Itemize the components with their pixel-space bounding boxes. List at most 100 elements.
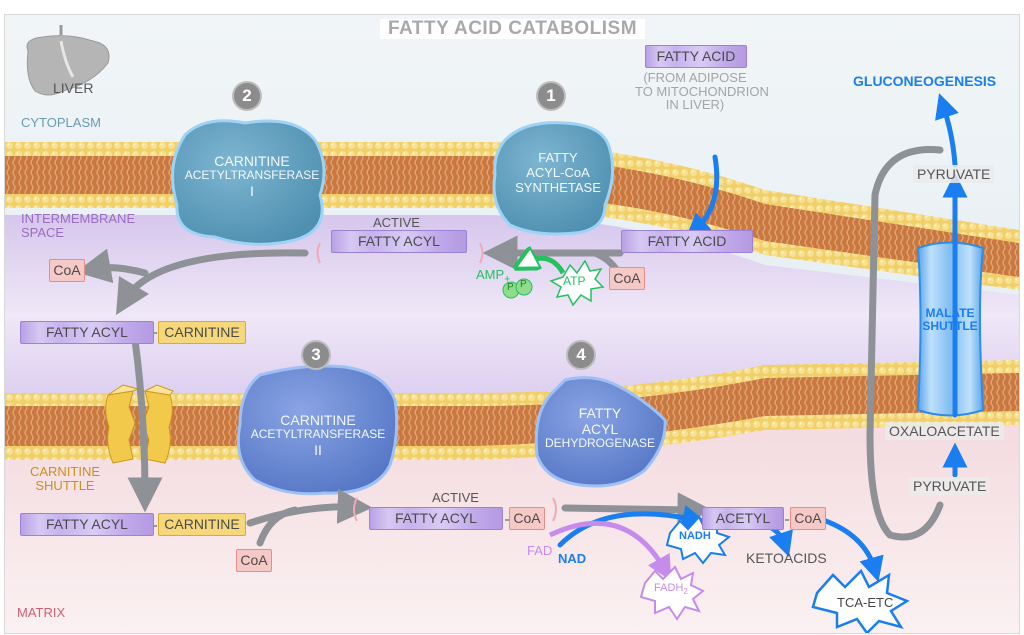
enzyme-cpt1-shape: [171, 119, 326, 246]
coa-box-active: CoA: [509, 507, 545, 530]
ketoacids-label: KETOACIDS: [746, 550, 827, 566]
amp-text: AMP: [476, 267, 505, 282]
tca-burst: [811, 568, 910, 633]
arrow-fad-to-fadh2: [548, 520, 672, 581]
coa-box-ims-in: CoA: [609, 267, 645, 290]
enzyme-3-line2: ACETYLTRANSFERASE: [250, 427, 386, 442]
carnitine-shuttle-line1: CARNITINE: [29, 464, 101, 479]
arrow-atp-to-amp: [525, 258, 566, 275]
fatty-acid-box-top: FATTY ACID: [645, 45, 747, 68]
enzyme-carnitine-acetyltransferase-1: CARNITINE ACETYLTRANSFERASE I: [177, 153, 327, 199]
enzyme-1-line1: FATTY: [538, 150, 578, 165]
cytoplasm-label: CYTOPLASM: [21, 115, 101, 130]
intermembrane-label-line1: INTERMEMBRANE: [21, 211, 136, 226]
enzyme-1-line2: ACYL-CoA: [526, 164, 590, 180]
arrow-carnitine-to-active: [246, 488, 373, 527]
atp-label: ATP: [563, 274, 586, 288]
fadh2-burst: [639, 565, 705, 621]
enzyme-2-line1: CARNITINE: [214, 153, 290, 169]
step-badge-3: 3: [301, 340, 331, 370]
nadh-label: NADH: [679, 530, 711, 542]
diagram-frame: FATTY ACID CATABOLISM LIVER CYTOPLASM IN…: [4, 14, 1020, 634]
note-line3: IN LIVER): [665, 97, 725, 113]
active-label-1: ACTIVE: [373, 215, 420, 230]
malate-shuttle-label: MALATE SHUTTLE: [917, 307, 983, 332]
enzyme-2-line2: ACETYLTRANSFERASE: [184, 168, 320, 183]
tca-etc-label: TCA-ETC: [837, 595, 894, 610]
active-fatty-acyl-box-2: FATTY ACYL: [369, 507, 503, 530]
step-badge-4: 4: [566, 340, 596, 370]
fadh2-subscript: 2: [683, 587, 688, 597]
active-glow-left-1: [316, 242, 321, 264]
note-line1: (FROM ADIPOSE: [643, 70, 747, 85]
fadh2-label: FADH2: [654, 582, 688, 596]
acetyl-box: ACETYL: [702, 507, 784, 530]
enzyme-4-line2: ACYL: [581, 421, 619, 438]
active-fatty-acyl-box-1: FATTY ACYL: [331, 230, 467, 253]
active-label-2: ACTIVE: [432, 490, 479, 505]
phosphate-2-label: P: [520, 279, 527, 290]
enzyme-1-line3: SYNTHETASE: [515, 179, 601, 195]
enzyme-cpt2-shape: [236, 364, 399, 496]
fatty-acid-source-note: (FROM ADIPOSE TO MITOCHONDRION IN LIVER): [635, 70, 769, 113]
malate-shuttle-line2: SHUTTLE: [922, 318, 978, 333]
gluconeogenesis-label: GLUCONEOGENESIS: [853, 73, 997, 89]
amp-label: AMP+: [476, 267, 511, 286]
carnitine-box-ims: CARNITINE: [158, 321, 246, 344]
plus-text: +: [504, 273, 511, 286]
malate-shuttle-line1: MALATE: [925, 306, 975, 320]
coa-box-acetyl: CoA: [790, 507, 826, 530]
fatty-acyl-box-matrix: FATTY ACYL: [20, 513, 154, 536]
enzyme-fatty-acyl-dehydrogenase: FATTY ACYL DEHYDROGENASE: [545, 405, 655, 451]
active-glow-right-1: [479, 242, 484, 264]
enzyme-fadh-shape: [534, 376, 667, 488]
arrow-coa-out: [75, 248, 149, 284]
pyruvate-top-label: PYRUVATE: [913, 165, 995, 183]
fatty-acyl-box-ims: FATTY ACYL: [20, 321, 154, 344]
arrow-coa-in-matrix: [256, 506, 299, 547]
coa-box-ims-out: CoA: [49, 259, 85, 282]
arrow-pyruvate-to-gluconeogenesis: [935, 93, 959, 168]
arrow-active-to-cpt1: [115, 249, 309, 315]
step-badge-1: 1: [536, 81, 566, 111]
phosphate-1-label: P: [507, 282, 514, 293]
enzyme-facs-shape: [492, 121, 615, 236]
fadh2-text: FADH: [654, 582, 684, 594]
pyruvate-bottom-label: PYRUVATE: [909, 477, 991, 495]
arrow-coa-to-tca: [820, 517, 884, 583]
atp-burst: [549, 259, 605, 307]
oxaloacetate-label: OXALOACETATE: [885, 422, 1004, 440]
step-badge-2: 2: [232, 81, 262, 111]
carnitine-box-matrix: CARNITINE: [158, 513, 246, 536]
phosphate-ball-2: [515, 278, 533, 296]
organ-label: LIVER: [53, 80, 94, 96]
arrow-pyruvate-loop: [866, 146, 944, 541]
active-glow-right-2: [552, 497, 557, 522]
intermembrane-label-line2: SPACE: [21, 225, 65, 241]
carnitine-shuttle-line2: SHUTTLE: [35, 477, 95, 493]
nad-label: NAD: [558, 551, 587, 566]
arrow-active-to-acetyl: [561, 492, 713, 528]
liver-icon: [26, 25, 110, 96]
active-glow-left-2: [353, 497, 358, 522]
enzyme-3-line3: II: [314, 441, 322, 458]
malate-shuttle-channel: [916, 241, 985, 417]
diagram-title: FATTY ACID CATABOLISM: [380, 19, 646, 39]
enzyme-fatty-acyl-coa-synthetase: FATTY ACYL-CoA SYNTHETASE: [503, 150, 613, 196]
fatty-acid-box-ims: FATTY ACID: [621, 230, 753, 253]
carnitine-shuttle-label: CARNITINE SHUTTLE: [25, 465, 105, 492]
enzyme-4-line1: FATTY: [578, 405, 622, 421]
enzyme-carnitine-acetyltransferase-2: CARNITINE ACETYLTRANSFERASE II: [243, 412, 393, 458]
enzyme-4-line3: DEHYDROGENASE: [545, 436, 656, 451]
intermembrane-label: INTERMEMBRANE SPACE: [21, 211, 136, 241]
note-line2: TO MITOCHONDRION: [635, 83, 769, 99]
fad-label: FAD: [527, 543, 553, 558]
coa-box-matrix-in: CoA: [236, 549, 272, 572]
arrow-nad-to-nadh: [557, 505, 708, 548]
enzyme-3-line1: CARNITINE: [280, 412, 356, 428]
matrix-label: MATRIX: [17, 605, 66, 620]
arrow-through-shuttle: [127, 336, 163, 513]
enzyme-2-line3: I: [250, 182, 254, 199]
arrow-fatty-acid-entry: [685, 154, 720, 239]
carnitine-shuttle-channel: [105, 384, 174, 464]
